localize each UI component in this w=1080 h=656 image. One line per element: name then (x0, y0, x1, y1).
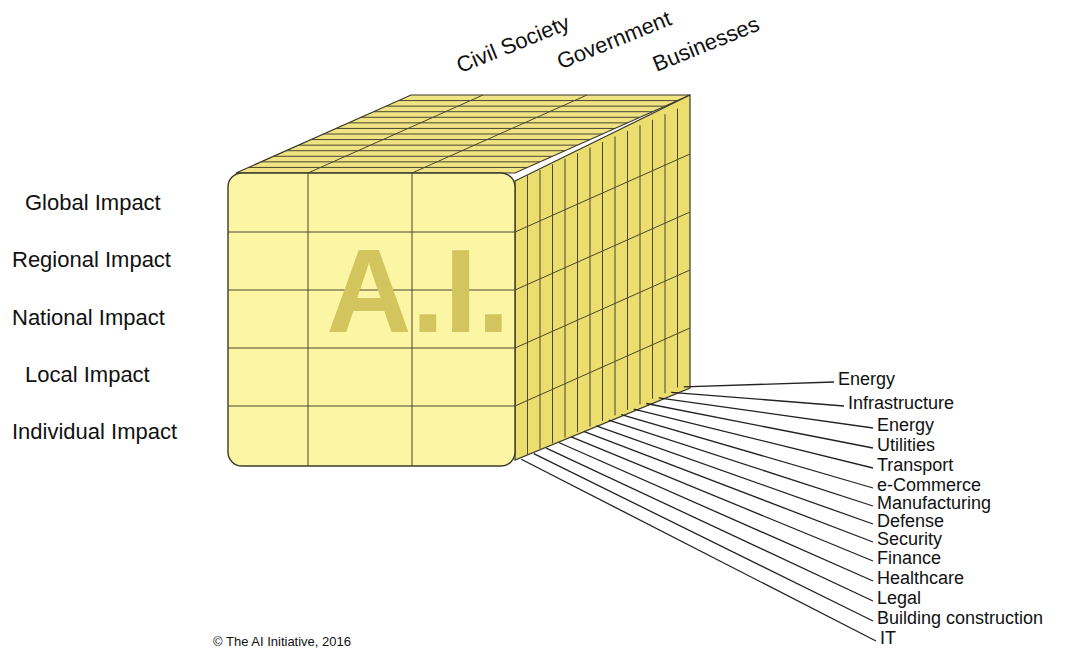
leader-line (584, 431, 873, 542)
sector-label: Building construction (877, 608, 1043, 629)
leader-line (546, 448, 873, 601)
grid-line (540, 170, 541, 449)
grid-line (361, 117, 640, 118)
grid-line (652, 120, 653, 399)
sector-label: Legal (877, 588, 921, 609)
column-label: Civil Society (453, 10, 574, 78)
leader-line (621, 415, 873, 488)
leader-line (609, 420, 873, 506)
grid-line (299, 145, 578, 146)
leader-line (646, 404, 873, 449)
sector-label: Infrastructure (848, 393, 954, 414)
sector-label: Security (877, 529, 942, 550)
leader-line (534, 454, 873, 621)
copyright-note: © The AI Initiative, 2016 (213, 635, 351, 650)
sector-label: IT (880, 628, 896, 649)
row-label: Local Impact (25, 362, 150, 387)
grid-line (527, 175, 528, 454)
sector-label: Energy (838, 369, 895, 390)
grid-line (308, 173, 309, 466)
grid-line (552, 164, 553, 443)
grid-line (308, 95, 483, 173)
row-label: Regional Impact (12, 247, 171, 272)
row-label: National Impact (12, 305, 165, 330)
grid-line (515, 328, 690, 406)
grid-line (515, 154, 690, 232)
grid-line (349, 122, 628, 123)
grid-line (274, 156, 553, 157)
sector-label: Transport (877, 455, 953, 476)
leader-lines (521, 382, 876, 641)
row-label: Individual Impact (12, 419, 177, 444)
grid-line (615, 136, 616, 415)
cube-front-face (228, 173, 515, 466)
grid-line (640, 125, 641, 404)
sector-label: e-Commerce (877, 475, 981, 496)
leader-line (521, 459, 876, 641)
leader-line (559, 443, 873, 582)
grid-line (249, 167, 528, 168)
grid-line (386, 106, 665, 107)
leader-line (634, 409, 873, 468)
sector-label: Defense (877, 511, 944, 532)
sector-label: Finance (877, 548, 941, 569)
grid-line (412, 95, 587, 173)
grid-line (677, 109, 678, 388)
grid-line (627, 131, 628, 410)
grid-line (565, 159, 566, 438)
grid-line (324, 134, 603, 135)
cube-right-face (515, 95, 690, 460)
grid-line (261, 161, 540, 162)
grid-line (515, 212, 690, 290)
row-label: Global Impact (25, 190, 161, 215)
grid-line (515, 270, 690, 348)
grid-line (399, 100, 678, 101)
leader-line (684, 382, 834, 387)
sector-label: Utilities (877, 435, 935, 456)
grid-line (228, 406, 515, 407)
cube-grid (228, 95, 690, 466)
watermark: A.I. (326, 224, 510, 360)
grid-line (286, 150, 565, 151)
grid-line (590, 148, 591, 427)
grid-line (602, 142, 603, 421)
sector-label: Healthcare (877, 568, 964, 589)
sector-label: Manufacturing (877, 493, 991, 514)
grid-line (374, 111, 653, 112)
grid-line (577, 153, 578, 432)
leader-line (571, 437, 873, 561)
grid-line (665, 114, 666, 393)
sector-label: Energy (877, 415, 934, 436)
leader-line (596, 426, 873, 524)
grid-line (336, 128, 615, 129)
grid-line (311, 139, 590, 140)
